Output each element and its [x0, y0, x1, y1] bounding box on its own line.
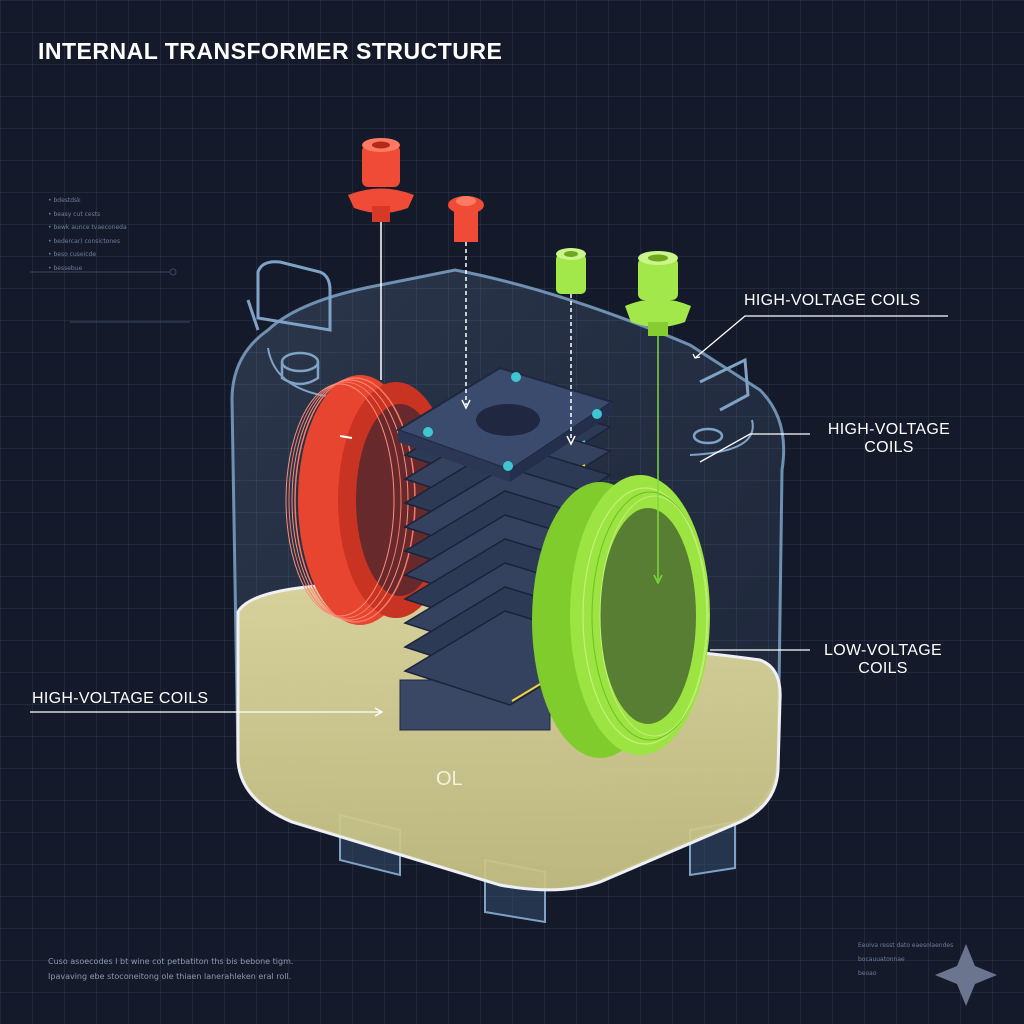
- hv-bushing-large: [348, 138, 414, 222]
- hv-coil: [285, 375, 454, 625]
- footer-caption: Cuso asoecodes I bt wine cot petbatiton …: [48, 954, 293, 984]
- side-notes: bdestdsk beasy cut cests bewk aunce tvae…: [48, 194, 127, 276]
- guide-dot: [169, 268, 177, 276]
- callout-lines: [30, 315, 948, 717]
- hv-bushing-small: [448, 196, 484, 242]
- footer-line: Cuso asoecodes I bt wine cot petbatiton …: [48, 957, 294, 966]
- side-note: bedercar) consictones: [48, 235, 127, 249]
- sparkle-icon: [935, 944, 997, 1006]
- label-hv-coils-mid: HIGH-VOLTAGE COILS: [814, 421, 964, 457]
- label-line: LOW-VOLTAGE: [824, 642, 942, 659]
- footer-note: Eeoiva resst dato eaesolaendes: [858, 942, 954, 949]
- label-hv-coils-left: HIGH-VOLTAGE COILS: [32, 690, 209, 707]
- label-line: HIGH-VOLTAGE: [827, 421, 951, 438]
- footer-note: beoao: [858, 970, 877, 977]
- lv-bushing-small: [556, 248, 586, 294]
- label-line: COILS: [864, 439, 914, 456]
- label-lv-coils: LOW-VOLTAGE COILS: [808, 642, 958, 678]
- side-note: bdestdsk: [48, 194, 127, 208]
- label-hv-coils-top: HIGH-VOLTAGE COILS: [744, 292, 921, 309]
- footer-line: Ipavaving ebe stoconeitong ole thiaen la…: [48, 972, 292, 981]
- side-note: beasy cut cests: [48, 208, 127, 222]
- label-line: COILS: [858, 660, 908, 677]
- diagram-title: INTERNAL TRANSFORMER STRUCTURE: [38, 38, 503, 64]
- oil-label: OL: [436, 768, 463, 790]
- lv-bushing-large: [625, 251, 691, 336]
- side-note: beso cuseicde: [48, 248, 127, 262]
- footer-note: bocauuatonnae: [858, 956, 905, 963]
- footer-notes: Eeoiva resst dato eaesolaendes bocauuato…: [858, 939, 953, 981]
- side-note: bessebue: [48, 262, 127, 276]
- connection-leads: [380, 222, 663, 585]
- side-note: bewk aunce tvaeconeda: [48, 221, 126, 235]
- lv-coil: [532, 475, 710, 758]
